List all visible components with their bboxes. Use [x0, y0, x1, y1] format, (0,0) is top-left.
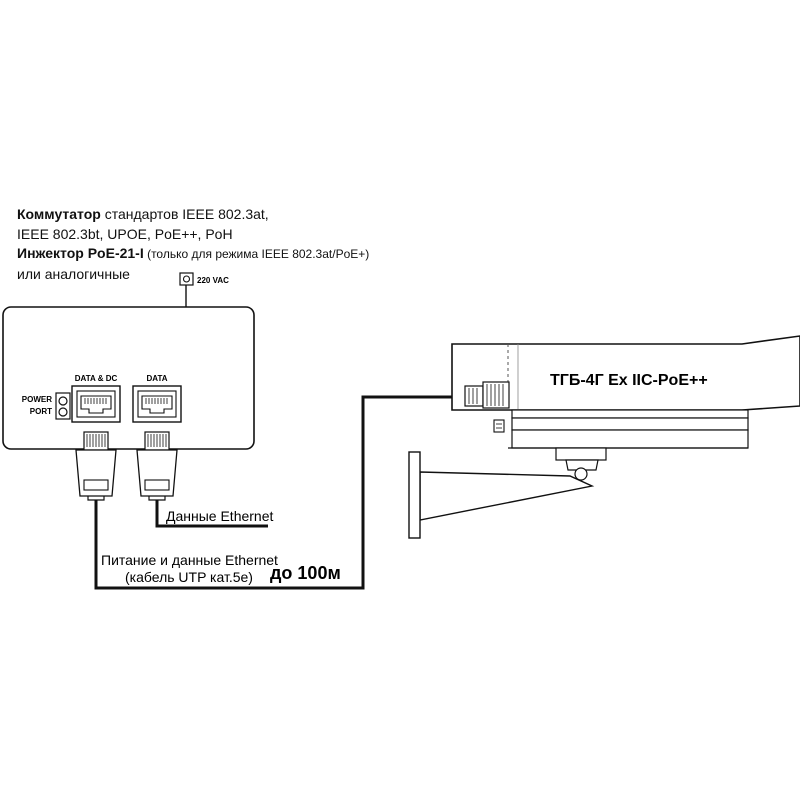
- power-data-label-2: (кабель UTP кат.5е): [125, 569, 253, 585]
- caption-line-1: Коммутатор стандартов IEEE 802.3at,: [17, 205, 369, 225]
- device-compatibility-caption: Коммутатор стандартов IEEE 802.3at, IEEE…: [17, 205, 369, 284]
- rj45-plug-data-icon: [136, 431, 178, 501]
- caption-switch-standards: стандартов IEEE 802.3at,: [100, 206, 269, 222]
- ethernet-data-cable: [155, 500, 268, 528]
- power-port-label-1: POWER: [22, 395, 52, 404]
- distance-label: до 100м: [270, 563, 341, 583]
- caption-line-2: IEEE 802.3bt, UPOE, PoE++, PoH: [17, 225, 233, 242]
- camera-housing: [451, 335, 800, 449]
- port-data-icon: [132, 385, 182, 423]
- power-port-icon: [55, 392, 71, 420]
- caption-line-4: или аналогичные: [17, 265, 130, 282]
- rj45-plug-power-data-icon: [75, 431, 117, 501]
- camera-model-label: ТГБ-4Г Ex IIC-PoE++: [550, 372, 708, 389]
- power-inlet-label: 220 VAC: [197, 276, 229, 285]
- port-data-dc-label: DATA & DC: [75, 374, 118, 383]
- caption-injector-note: (только для режима IEEE 802.3at/PoE+): [143, 247, 370, 261]
- power-inlet-icon: [179, 272, 194, 307]
- caption-injector-title: Инжектор PoE-21-I: [17, 245, 144, 261]
- poe-cable: [94, 395, 465, 590]
- ethernet-data-label: Данные Ethernet: [166, 508, 274, 524]
- caption-switch-title: Коммутатор: [17, 206, 101, 222]
- power-port-label-2: PORT: [30, 407, 52, 416]
- caption-line-3: Инжектор PoE-21-I (только для режима IEE…: [17, 244, 369, 265]
- power-data-label-1: Питание и данные Ethernet: [101, 552, 278, 568]
- port-data-label: DATA: [146, 374, 167, 383]
- mounting-bracket: [408, 447, 607, 539]
- poe-injector: [2, 306, 255, 450]
- port-data-dc-icon: [71, 385, 121, 423]
